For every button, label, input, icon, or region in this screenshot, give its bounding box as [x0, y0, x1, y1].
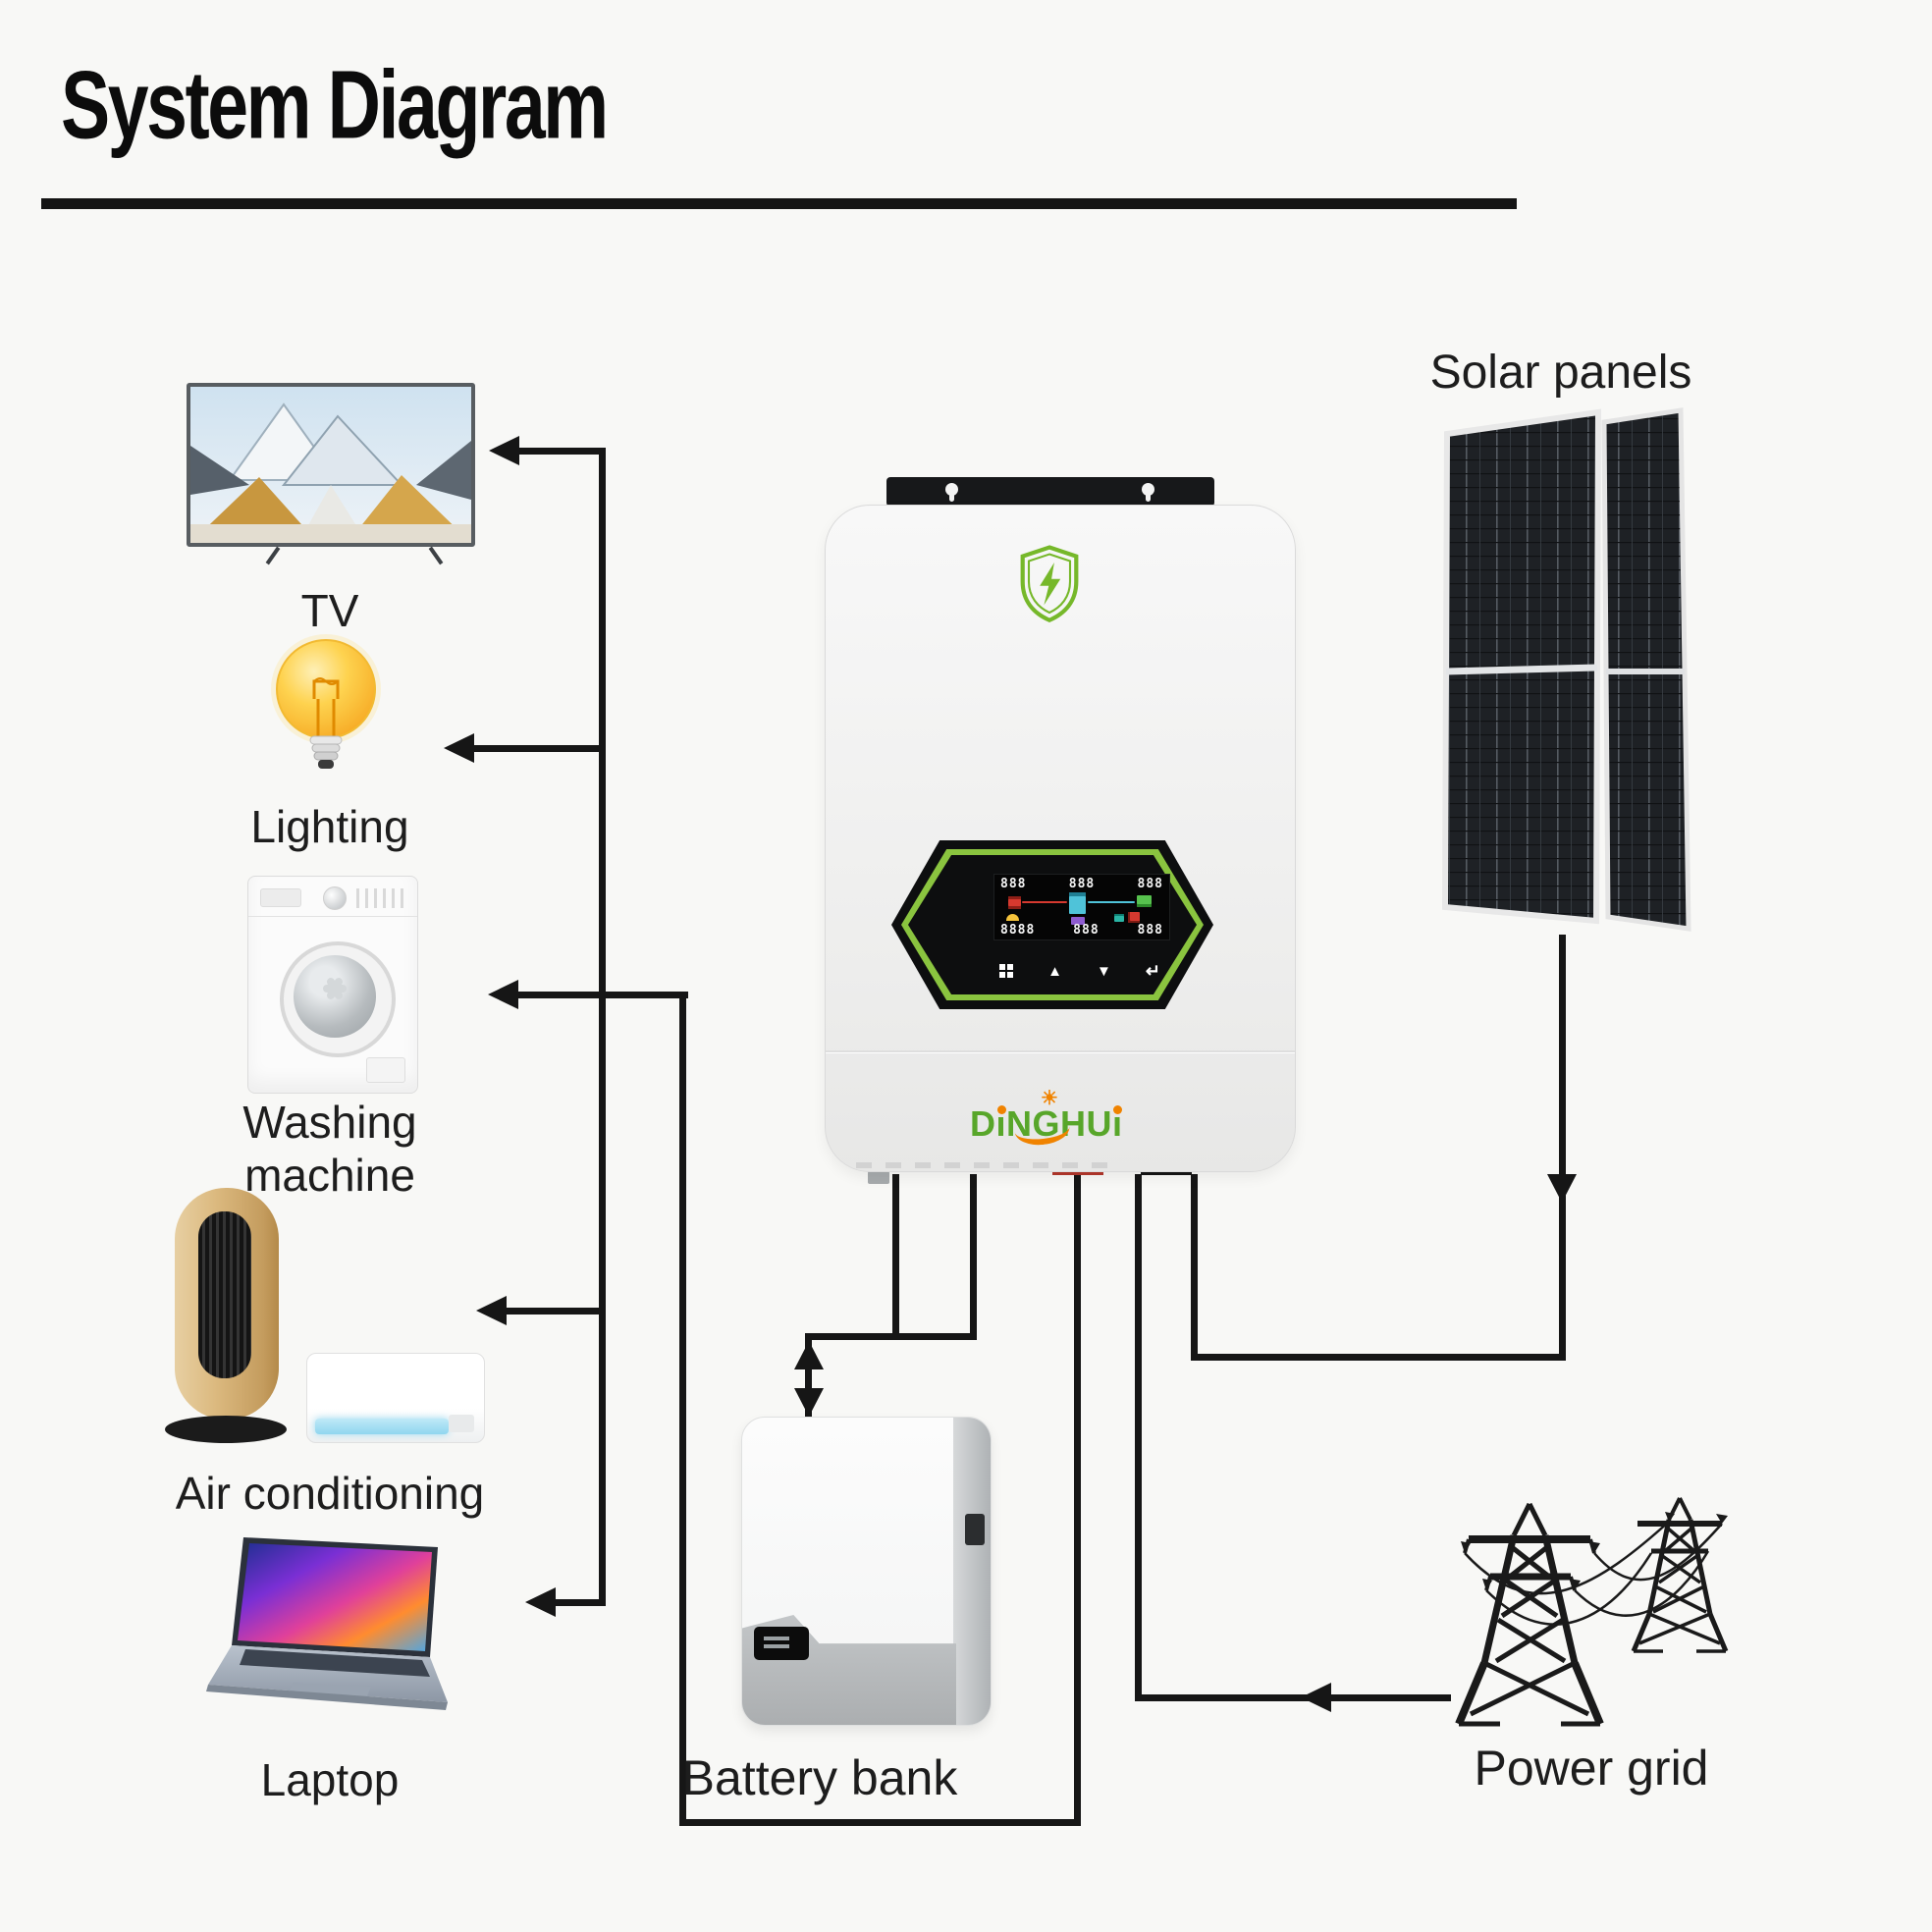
tv-image — [187, 383, 475, 547]
connector-grid-horizontal — [1135, 1694, 1451, 1701]
title-underline — [41, 198, 1517, 209]
inverter-lcd-screen: 888 888 888 8888 888 888 — [993, 874, 1170, 940]
logo-sunburst-icon: ☀ — [1041, 1088, 1059, 1109]
shield-bolt-logo-icon — [1020, 545, 1079, 623]
connector-washing-line — [515, 992, 688, 998]
lcd-value: 888 — [1000, 877, 1027, 891]
connector-battery-stem — [805, 1333, 812, 1422]
logo-letter: G — [1032, 1103, 1061, 1144]
tv-screen-mountains — [190, 387, 471, 543]
logo-letter: HU — [1060, 1103, 1113, 1144]
connector-lighting-line — [469, 745, 606, 752]
tv-leg-right — [428, 546, 444, 565]
inverter-seam — [826, 1050, 1295, 1052]
connector-battery-cable-1 — [892, 1174, 899, 1340]
tower-fan-base — [165, 1416, 287, 1443]
arrow-solar-down-icon — [1547, 1174, 1577, 1203]
lcd-value: 888 — [1068, 877, 1096, 891]
tower-fan-grill — [198, 1211, 251, 1378]
laptop-label: Laptop — [260, 1754, 400, 1805]
logo-letter-i: ı — [995, 1103, 1007, 1144]
arrow-tv-icon — [489, 436, 519, 465]
arrow-lighting-icon — [444, 733, 474, 763]
solar-panels-label: Solar panels — [1429, 347, 1692, 399]
washer-filter-door — [366, 1057, 405, 1083]
lcd-battery2-icon — [1071, 917, 1085, 925]
ac-control — [449, 1415, 474, 1432]
lcd-bottom-readouts: 8888 888 888 — [1000, 923, 1163, 938]
arrow-washing-icon — [488, 980, 518, 1009]
washing-machine-image — [247, 876, 418, 1094]
inverter-port-gray-nub — [868, 1171, 889, 1184]
lcd-battery-icon — [1137, 895, 1152, 907]
arrow-ac-icon — [476, 1296, 507, 1325]
air-conditioning-label: Air conditioning — [175, 1468, 485, 1519]
lighting-label: Lighting — [250, 801, 409, 852]
connector-inverter-load-drop — [1074, 1174, 1081, 1826]
connector-left-bus — [599, 448, 606, 1606]
inverter-mount-bracket — [886, 477, 1214, 507]
arrow-battery-up-icon — [794, 1341, 824, 1369]
inverter-bottom-vents — [856, 1162, 1111, 1168]
page-title: System Diagram — [61, 50, 609, 159]
battery-side-panel — [953, 1418, 991, 1725]
arrow-battery-down-icon — [794, 1388, 824, 1417]
lcd-value: 888 — [1137, 923, 1163, 938]
tv-leg-left — [265, 546, 281, 565]
laptop-image — [206, 1537, 448, 1710]
washer-panel-divider — [248, 916, 417, 917]
logo-letter: N — [1006, 1103, 1033, 1144]
lcd-flow-line-cyan — [1088, 901, 1135, 903]
tower-fan-image — [175, 1188, 279, 1420]
arrow-laptop-icon — [525, 1587, 556, 1617]
inverter-touch-buttons: ▲ ▼ ↵ — [999, 960, 1160, 982]
connector-solar-vertical-inverter — [1191, 1174, 1198, 1361]
logo-letter: D — [970, 1103, 996, 1144]
lcd-percent-icon — [1128, 912, 1140, 923]
power-grid-image — [1455, 1497, 1729, 1727]
lcd-sun-icon — [1006, 914, 1019, 921]
lcd-value: 888 — [1073, 923, 1100, 938]
connector-solar-horizontal — [1191, 1354, 1566, 1361]
lcd-inverter-icon — [1069, 892, 1086, 914]
lcd-value: 888 — [1137, 877, 1163, 891]
connector-tv-line — [515, 448, 606, 455]
lcd-grid-icon — [1008, 896, 1021, 909]
lcd-load-icon — [1114, 914, 1124, 922]
menu-button-icon[interactable] — [999, 964, 1013, 978]
keyhole-icon — [945, 483, 958, 502]
connector-bottom-bus — [679, 1819, 1081, 1826]
lcd-value: 8888 — [1000, 923, 1036, 938]
washer-buttons — [356, 888, 407, 908]
lcd-flow-line-red — [1022, 901, 1067, 903]
battery-bank-label: Battery bank — [681, 1750, 958, 1805]
connector-solar-drop — [1559, 935, 1566, 1361]
enter-button-icon[interactable]: ↵ — [1145, 960, 1160, 981]
power-grid-label: Power grid — [1474, 1741, 1709, 1796]
connector-ac-line — [502, 1308, 606, 1315]
arrow-grid-icon — [1301, 1683, 1331, 1712]
washer-knob — [323, 886, 347, 910]
connector-load-bus — [679, 992, 686, 1826]
washing-machine-label: Washing machine — [242, 1097, 417, 1201]
keyhole-icon — [1142, 483, 1154, 502]
battery-display — [754, 1627, 809, 1660]
tv-label: TV — [300, 585, 359, 636]
connector-battery-cable-2 — [970, 1174, 977, 1340]
connector-laptop-line — [551, 1599, 606, 1606]
down-button-icon[interactable]: ▼ — [1096, 962, 1111, 980]
lcd-top-readouts: 888 888 888 — [1000, 877, 1163, 891]
connector-grid-vertical — [1135, 1174, 1142, 1701]
battery-bank-image — [741, 1417, 992, 1726]
washer-drawer — [260, 888, 301, 907]
logo-letter-i: ı — [1112, 1103, 1123, 1144]
up-button-icon[interactable]: ▲ — [1047, 962, 1062, 980]
ac-vent — [315, 1419, 449, 1434]
battery-handle-slot — [965, 1514, 985, 1545]
solar-panels-image — [1441, 407, 1691, 932]
ac-unit-image — [306, 1353, 485, 1443]
lightbulb-icon — [271, 634, 381, 769]
connector-battery-horizontal — [805, 1333, 977, 1340]
